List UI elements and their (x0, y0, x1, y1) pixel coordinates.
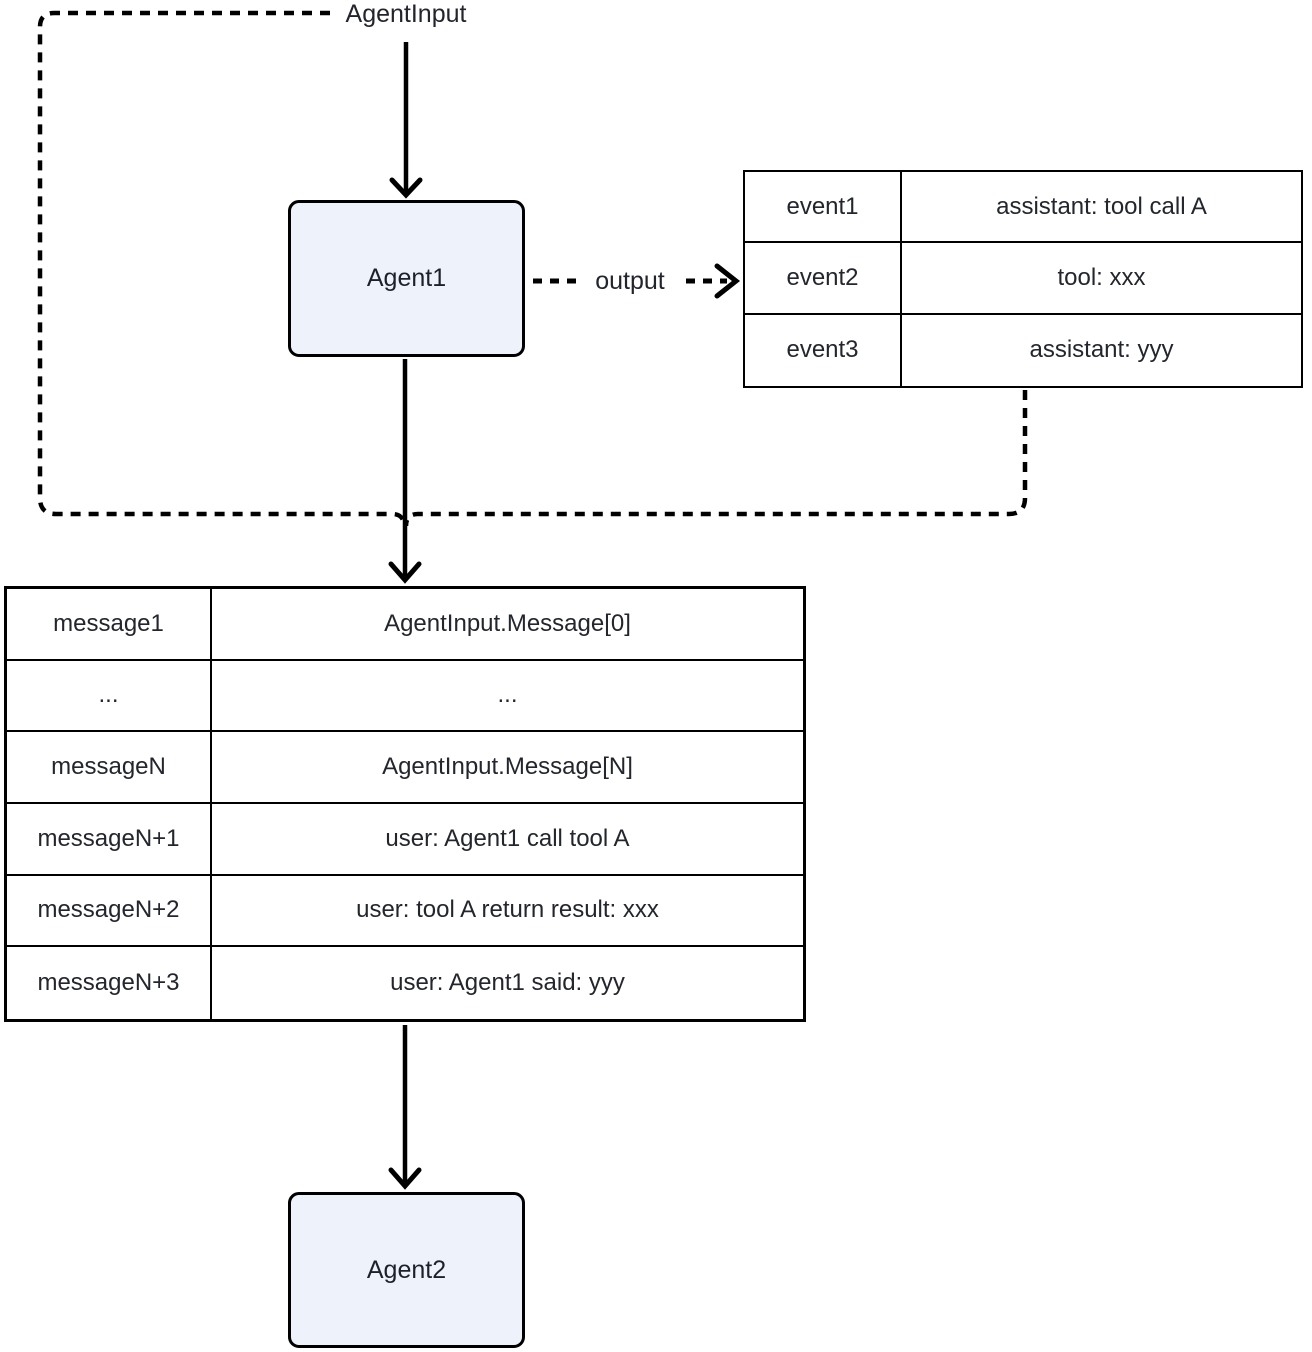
message-table: message1 AgentInput.Message[0] ... ... m… (4, 586, 806, 1022)
event-table-key: event1 (745, 172, 902, 244)
agent1-node: Agent1 (288, 200, 525, 357)
event-table-value: assistant: yyy (1029, 336, 1174, 364)
message-table-key: messageN+2 (7, 875, 212, 948)
message-table-value: user: Agent1 said: yyy (390, 969, 625, 997)
feedback-loop-right-dashed-line (403, 390, 1028, 527)
message-table-key: message1 (7, 589, 212, 661)
agentinput-label: AgentInput (345, 0, 467, 28)
arrow-agentinput-to-agent1-head (389, 177, 423, 199)
event-table-key: event2 (745, 243, 902, 315)
message-table-value: ... (212, 661, 803, 733)
message-table-value: user: Agent1 call tool A (212, 804, 803, 876)
event-table: event1 assistant: tool call A event2 too… (743, 170, 1303, 388)
message-table-value: AgentInput.Message[N] (212, 732, 803, 804)
message-table-key: ... (7, 660, 212, 733)
arrow-messages-to-agent2-head (388, 1167, 422, 1190)
message-table-key: messageN+3 (7, 947, 212, 1019)
message-table-key: messageN+1 (7, 803, 212, 876)
feedback-loop-left-dashed-line (37, 10, 407, 527)
arrow-output-head (714, 263, 741, 299)
message-table-value: user: tool A return result: xxx (212, 876, 803, 948)
event-table-value: assistant: tool call A (902, 172, 1301, 244)
message-table-value: AgentInput.Message[0] (212, 589, 803, 661)
arrow-agent1-to-messages-head (388, 561, 422, 584)
agent2-node-label: Agent2 (366, 1255, 447, 1284)
output-edge-label: output (581, 267, 679, 295)
event-table-value: tool: xxx (902, 243, 1301, 315)
event-table-key: event3 (745, 314, 902, 386)
agent1-node-label: Agent1 (366, 264, 447, 292)
message-table-key: messageN (7, 732, 212, 804)
agent2-node: Agent2 (288, 1192, 525, 1348)
